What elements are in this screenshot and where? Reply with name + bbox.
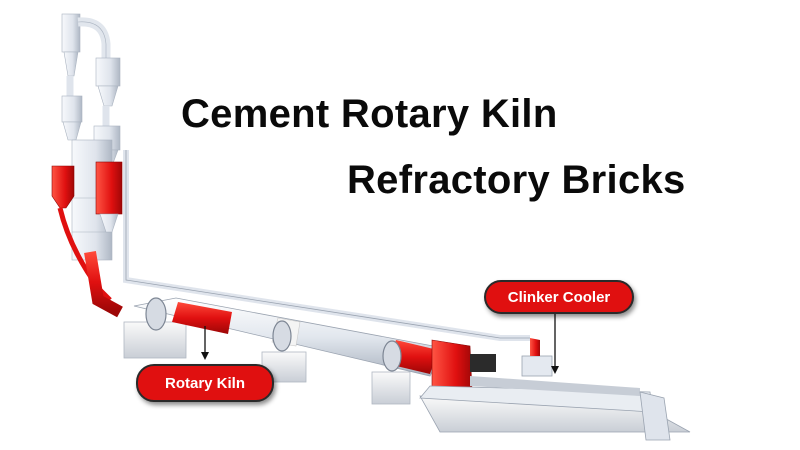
kiln-pointer-arrow xyxy=(201,352,209,360)
rotary-kiln-icon xyxy=(123,297,496,405)
cooler-pointer-arrow xyxy=(551,366,559,374)
clinker-cooler-icon xyxy=(419,338,691,441)
clinker-cooler-label: Clinker Cooler xyxy=(484,280,634,314)
title-line-2: Refractory Bricks xyxy=(347,158,686,202)
title-line-1: Cement Rotary Kiln xyxy=(181,92,558,136)
preheater-tower-icon xyxy=(51,13,530,341)
rotary-kiln-label: Rotary Kiln xyxy=(136,364,274,402)
